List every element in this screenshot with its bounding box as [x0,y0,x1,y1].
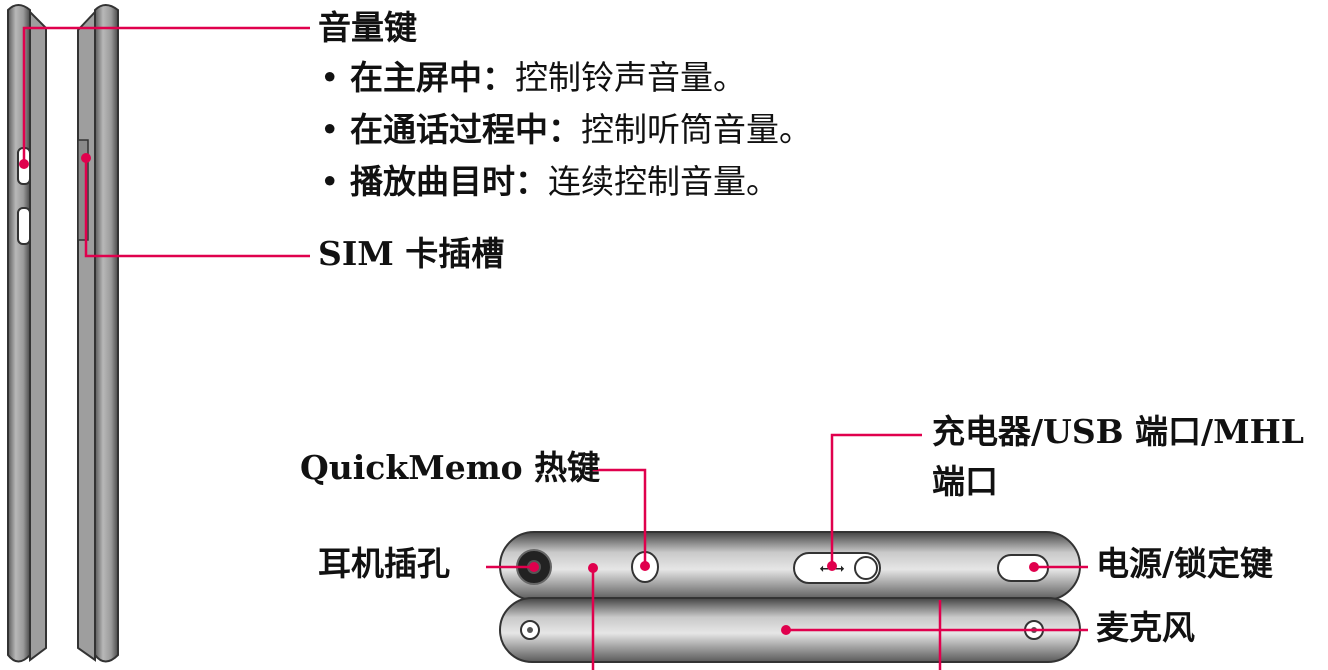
mhl-hole [854,556,878,580]
callout-line-quickmemo [592,468,647,566]
bullet-1: • [320,58,340,97]
volume-item-2: • 在通话过程中：控制听筒音量。 [320,110,812,149]
callout-line-volume [22,26,310,164]
volume-item-3: • 播放曲目时：连续控制音量。 [320,162,779,201]
sim-slot-cover [77,139,89,241]
charger-port-label-line1: 充电器/USB 端口/MHL [932,412,1305,451]
volume-item-2-term: 在通话过程中： [349,110,581,149]
bullet-2: • [320,110,340,149]
charger-port-label-line2: 端口 [932,462,998,501]
quickmemo-label: QuickMemo 热键 [300,448,601,487]
callout-lines [19,26,1088,670]
headset-jack-label: 耳机插孔 [318,544,450,583]
volume-item-1-desc: 控制铃声音量。 [514,58,746,97]
volume-item-1-term: 在主屏中： [349,58,515,97]
phone-top-edge: ⭠⭢ [499,531,1081,601]
callout-dot-headset [529,562,539,572]
power-lock-label: 电源/锁定键 [1096,544,1274,583]
phone-right-side [77,4,119,663]
callout-dot-usb [827,561,837,571]
phone-left-side [7,4,47,663]
callout-dot-sim [81,153,91,163]
volume-item-3-term: 播放曲目时： [349,162,548,201]
callout-dot-top-mic [588,563,598,573]
callout-dot-quickmemo [640,561,650,571]
volume-down-button [17,207,31,245]
microphone-label: 麦克风 [1096,608,1195,647]
callout-dot-volume [19,159,29,169]
volume-item-3-desc: 连续控制音量。 [547,162,779,201]
volume-item-2-desc: 控制听筒音量。 [580,110,812,149]
callout-dot-mic [781,625,791,635]
callout-line-sim [84,158,310,258]
callout-dot-power [1029,562,1039,572]
bullet-3: • [320,162,340,201]
callout-line-usb [830,433,922,566]
volume-item-1: • 在主屏中：控制铃声音量。 [320,58,746,97]
volume-keys-title: 音量键 [318,8,417,47]
sim-slot-label: SIM 卡插槽 [318,234,505,273]
